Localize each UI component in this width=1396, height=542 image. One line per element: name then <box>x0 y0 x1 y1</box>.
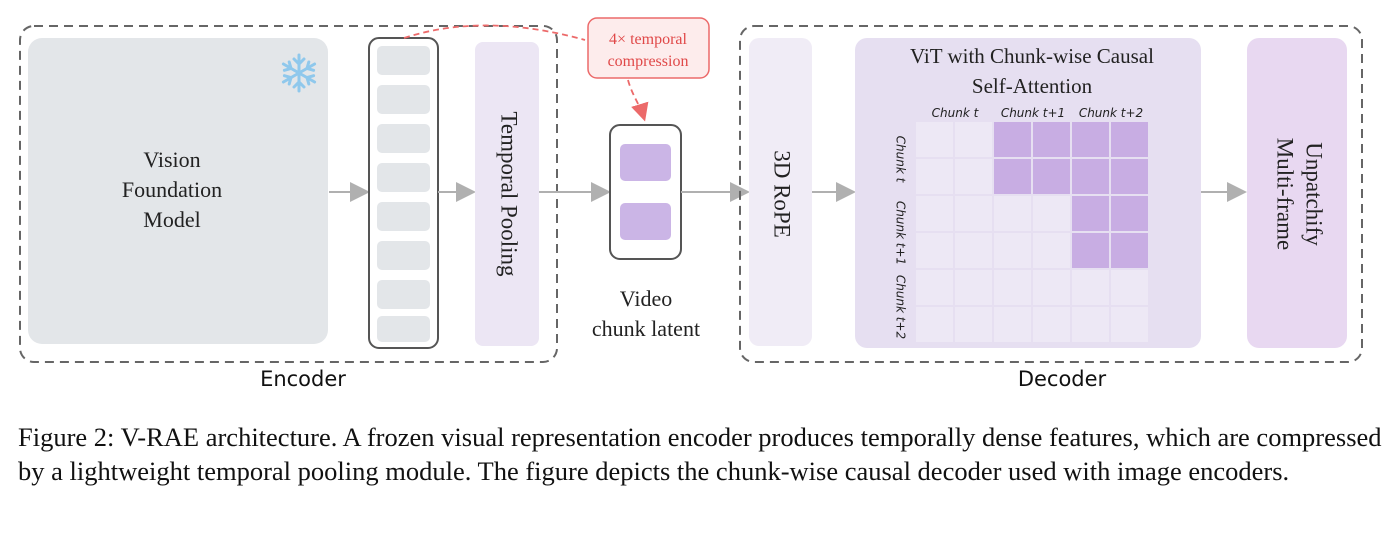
vfm-label-line3: Model <box>143 207 200 232</box>
compression-dashed-arrow <box>627 79 649 122</box>
mask-cell-blocked <box>1072 270 1109 305</box>
chunk-row-label: Chunk t+1 <box>894 201 908 265</box>
mask-cell-blocked <box>994 233 1031 268</box>
latent-label-line1: Video <box>620 286 672 311</box>
mask-cell-blocked <box>955 159 992 194</box>
latent-label-line2: chunk latent <box>592 316 700 341</box>
feature-token <box>377 85 430 114</box>
compression-note-line2: compression <box>608 53 689 70</box>
mask-cell-attended <box>1111 196 1148 231</box>
encoder-section-label: Encoder <box>260 367 346 391</box>
mask-cell-blocked <box>994 196 1031 231</box>
feature-tokens <box>377 46 430 342</box>
mask-cell-blocked <box>955 270 992 305</box>
feature-token <box>377 280 430 309</box>
compression-dashed-curve <box>403 24 586 41</box>
encoder-container <box>19 25 558 363</box>
mask-cell-blocked <box>916 122 953 157</box>
mask-cell-attended <box>994 159 1031 194</box>
chunk-row-label: Chunk t <box>894 136 908 184</box>
mask-cell-attended <box>1111 159 1148 194</box>
mask-cell-blocked <box>916 196 953 231</box>
rope-label: 3D RoPE <box>770 150 795 238</box>
latent-token <box>620 203 671 240</box>
mask-cell-blocked <box>916 233 953 268</box>
vit-title-line2: Self-Attention <box>972 74 1093 98</box>
mask-cell-attended <box>1072 233 1109 268</box>
unpatchify-block <box>1247 38 1347 348</box>
mask-cell-blocked <box>1111 307 1148 342</box>
mask-cell-blocked <box>1111 270 1148 305</box>
rope-block <box>749 38 812 346</box>
architecture-diagram: Vision Foundation Model Temporal Pooling… <box>19 17 1363 391</box>
mask-cell-blocked <box>1033 270 1070 305</box>
temporal-pooling-label: Temporal Pooling <box>497 111 522 277</box>
mask-cell-attended <box>1072 196 1109 231</box>
feature-token <box>377 316 430 342</box>
temporal-pooling-block <box>475 42 539 346</box>
mask-cell-attended <box>1111 122 1148 157</box>
feature-token <box>377 202 430 231</box>
feature-token <box>377 241 430 270</box>
chunk-col-label: Chunk t <box>932 106 980 120</box>
vfm-label-line2: Foundation <box>122 177 222 202</box>
decoder-section-label: Decoder <box>1018 367 1107 391</box>
compression-note-line1: 4× temporal <box>609 31 687 48</box>
chunk-row-label: Chunk t+2 <box>894 275 908 339</box>
mask-cell-blocked <box>1072 307 1109 342</box>
mask-cell-attended <box>1072 122 1109 157</box>
figure-caption: Figure 2: V-RAE architecture. A frozen v… <box>18 422 1382 486</box>
mask-cell-blocked <box>994 270 1031 305</box>
mask-cell-blocked <box>916 307 953 342</box>
mask-cell-blocked <box>1033 307 1070 342</box>
feature-token <box>377 124 430 153</box>
unpatchify-label-line1: Multi-frame <box>1273 138 1298 250</box>
unpatchify-label-line2: Unpatchify <box>1302 142 1327 246</box>
vit-title-line1: ViT with Chunk-wise Causal <box>910 44 1154 68</box>
chunk-col-label: Chunk t+2 <box>1079 106 1143 120</box>
decoder-container <box>739 25 1363 363</box>
feature-token <box>377 46 430 75</box>
mask-cell-attended <box>1033 159 1070 194</box>
attention-mask-grid <box>916 122 1148 342</box>
feature-token <box>377 163 430 192</box>
mask-cell-attended <box>1072 159 1109 194</box>
mask-cell-attended <box>1111 233 1148 268</box>
vision-foundation-model-block <box>28 38 328 344</box>
mask-cell-blocked <box>916 159 953 194</box>
vfm-label-line1: Vision <box>143 147 200 172</box>
mask-cell-blocked <box>1033 233 1070 268</box>
compression-note-box <box>587 17 710 79</box>
mask-cell-blocked <box>955 196 992 231</box>
mask-cell-attended <box>994 122 1031 157</box>
snowflake-icon <box>281 53 317 93</box>
mask-cell-blocked <box>1033 196 1070 231</box>
chunk-col-label: Chunk t+1 <box>1001 106 1065 120</box>
mask-cell-blocked <box>955 307 992 342</box>
latent-token <box>620 144 671 181</box>
mask-cell-blocked <box>994 307 1031 342</box>
mask-cell-blocked <box>955 233 992 268</box>
mask-cell-blocked <box>916 270 953 305</box>
mask-cell-blocked <box>955 122 992 157</box>
mask-cell-attended <box>1033 122 1070 157</box>
